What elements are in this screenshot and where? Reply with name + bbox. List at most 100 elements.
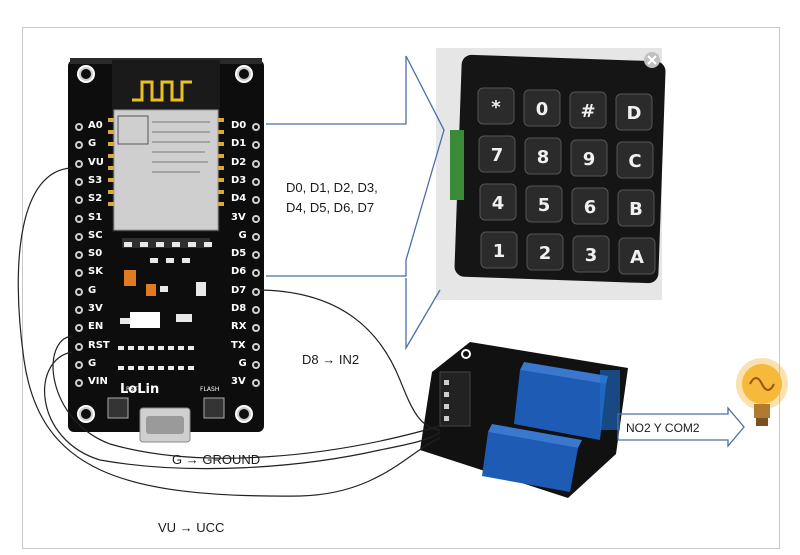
- keypad-key-label-4: 0: [536, 99, 549, 120]
- pin-right-d2-2: [252, 159, 260, 168]
- pin-label-left-13: G: [88, 357, 97, 369]
- pin-label-left-12: RST: [88, 339, 110, 351]
- vu-ucc-label: VU → UCC: [158, 520, 225, 535]
- keypad-key-2: 4: [479, 183, 517, 221]
- keypad-key-11: 3: [572, 235, 610, 273]
- pin-label-left-7: S0: [88, 248, 103, 260]
- arrow-relay-bulb: [617, 406, 745, 448]
- pin-label-left-4: S2: [88, 193, 103, 205]
- pin-label-right-10: D8: [231, 303, 247, 314]
- pin-label-right-4: D4: [231, 193, 247, 205]
- pin-left-3v-10: [75, 306, 83, 314]
- keypad-key-14: B: [617, 189, 655, 227]
- keypad-key-label-11: 3: [585, 245, 598, 266]
- pin-right-3v-5: [252, 214, 260, 223]
- pin-left-g-13: [75, 360, 83, 369]
- pin-left-en-11: [75, 324, 83, 333]
- pin-right-d7-9: [252, 287, 260, 296]
- pin-label-right-14: 3V: [231, 376, 246, 388]
- keypad-key-12: D: [615, 93, 653, 131]
- pin-left-sc-6: [75, 232, 83, 241]
- nodemcu-board: [68, 58, 264, 443]
- pin-label-right-8: D6: [231, 266, 247, 278]
- keypad-key-7: 2: [526, 233, 564, 271]
- keypad-key-label-3: 1: [493, 241, 506, 262]
- pin-label-right-1: D1: [231, 138, 247, 150]
- close-icon[interactable]: [644, 52, 660, 68]
- pin-label-right-2: D2: [231, 156, 247, 168]
- keypad-key-15: A: [618, 237, 656, 275]
- keypad-key-0: *: [477, 87, 515, 125]
- keypad-key-label-7: 2: [539, 243, 552, 264]
- pin-label-left-10: 3V: [88, 303, 103, 314]
- pin-left-rst-12: [75, 342, 83, 351]
- data-pins-label-line2: D4, D5, D6, D7: [286, 200, 375, 215]
- keypad-key-label-5: 8: [537, 147, 550, 168]
- flash-button-label: FLASH: [200, 386, 220, 393]
- keypad-key-label-9: 9: [583, 149, 596, 170]
- keypad-key-label-10: 6: [584, 197, 597, 218]
- pin-label-right-3: D3: [231, 174, 247, 186]
- keypad-key-4: 0: [523, 89, 561, 127]
- rst-button-label: RST: [126, 386, 138, 393]
- pin-left-s1-5: [75, 214, 83, 223]
- g-ground-label: G → GROUND: [172, 452, 261, 467]
- pin-left-g-9: [75, 287, 83, 296]
- pin-label-right-5: 3V: [231, 211, 246, 223]
- keypad-key-label-2: 4: [492, 193, 505, 214]
- pin-label-left-5: S1: [88, 211, 103, 223]
- keypad-key-3: 1: [480, 231, 518, 269]
- pin-label-right-13: G: [238, 357, 247, 369]
- keypad-key-label-12: D: [627, 103, 642, 124]
- pin-label-right-9: D7: [231, 284, 247, 296]
- pin-left-s3-3: [75, 177, 83, 186]
- light-bulb-icon: [736, 358, 788, 426]
- pin-label-left-9: G: [88, 284, 97, 296]
- pin-label-left-6: SC: [88, 229, 103, 241]
- keypad-key-1: 7: [478, 135, 516, 173]
- keypad-key-label-0: *: [491, 97, 501, 118]
- pin-left-s0-7: [75, 251, 83, 260]
- keypad-key-label-8: #: [580, 101, 595, 122]
- pin-right-g-13: [252, 360, 260, 369]
- pin-label-right-6: G: [238, 229, 247, 241]
- keypad-key-6: 5: [525, 185, 563, 223]
- keypad-key-label-15: A: [630, 247, 644, 268]
- no2-com2-label: NO2 Y COM2: [626, 421, 700, 435]
- keypad-key-5: 8: [524, 137, 562, 175]
- pin-label-left-2: VU: [88, 156, 104, 168]
- pin-right-rx-11: [252, 324, 260, 333]
- pin-right-g-6: [252, 232, 260, 241]
- callout-arrow-data: [266, 55, 445, 277]
- pin-label-right-7: D5: [231, 248, 247, 260]
- callout-arrow-d8: [405, 278, 441, 351]
- keypad-keys: * 7 4 1 0 8 5 2 #9 6 3 DCB A: [477, 87, 656, 275]
- pin-right-d1-1: [252, 141, 260, 150]
- pin-left-vu-2: [75, 159, 83, 168]
- pin-label-left-11: EN: [88, 321, 104, 333]
- pin-right-d8-10: [252, 306, 260, 314]
- pin-label-left-8: SK: [88, 266, 103, 278]
- pin-left-vin-14: [75, 379, 83, 388]
- pin-left-a0-0: [75, 123, 83, 131]
- keypad-key-9: 9: [570, 139, 608, 177]
- pin-right-d5-7: [252, 251, 260, 260]
- pin-left-sk-8: [75, 269, 83, 278]
- pin-label-left-3: S3: [88, 174, 103, 186]
- data-pins-label-line1: D0, D1, D2, D3,: [286, 180, 378, 195]
- pin-right-3v-14: [252, 379, 260, 388]
- pin-label-left-14: VIN: [88, 376, 108, 388]
- pin-right-d0-0: [252, 123, 260, 131]
- pin-label-right-12: TX: [231, 339, 246, 351]
- board-name: LoLin: [120, 382, 160, 397]
- pin-right-d3-3: [252, 177, 260, 186]
- d8-in2-label: D8 → IN2: [302, 352, 360, 367]
- keypad-key-label-6: 5: [538, 195, 551, 216]
- keypad-key-13: C: [616, 141, 654, 179]
- keypad-key-10: 6: [571, 187, 609, 225]
- keypad-key-label-14: B: [629, 199, 643, 220]
- pin-label-left-1: G: [88, 138, 97, 150]
- pin-left-s2-4: [75, 196, 83, 205]
- pin-label-left-0: A0: [88, 120, 103, 131]
